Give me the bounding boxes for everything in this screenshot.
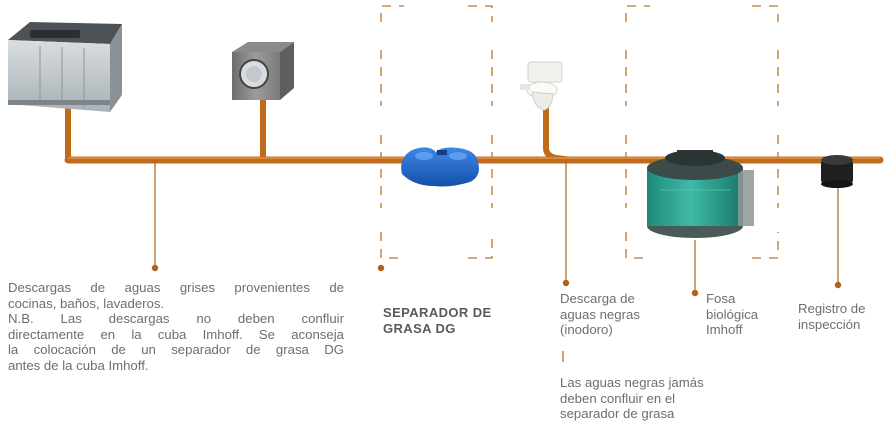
inspection-label: Registro de inspección [798, 301, 865, 332]
label-line: Descargas de aguas grises provenientes d… [8, 280, 344, 295]
label-line: biológica [706, 306, 759, 322]
blackwater-note: Las aguas negras jamás deben confluir en… [560, 375, 704, 422]
imhoff-tank-icon [647, 150, 754, 238]
label-line: Descarga de [560, 291, 635, 306]
label-line: directamente en la cuba Imhoff. Se acons… [8, 326, 344, 342]
label-line: cocinas, baños, lavaderos. [8, 295, 165, 311]
label-line: la colocación de un separador de grasa D… [8, 342, 344, 358]
label-line: Fosa [706, 291, 736, 306]
grease-separator-frame [380, 5, 493, 259]
imhoff-frame [625, 5, 779, 259]
toilet-icon [520, 61, 563, 111]
label-line: Las aguas negras jamás [560, 375, 704, 390]
leader-lines [151, 160, 842, 362]
sink-cabinet-icon [8, 22, 122, 112]
label-line: Registro de [798, 301, 866, 316]
label-line: antes de la cuba Imhoff. [8, 357, 149, 373]
inspection-chamber-icon [821, 155, 853, 188]
separator-label: SEPARADOR DE GRASA DG [383, 305, 492, 336]
washing-machine-icon [232, 42, 294, 100]
label-line: inspección [798, 316, 861, 332]
greywater-label: Descargas de aguas grises provenientes d… [8, 280, 344, 374]
label-line: GRASA DG [383, 320, 456, 336]
label-line: (inodoro) [560, 322, 613, 338]
grease-separator-tank-icon [401, 147, 479, 187]
label-line: aguas negras [560, 306, 640, 322]
blackwater-label: Descarga de aguas negras (inodoro) [560, 291, 640, 338]
label-line: Imhoff [706, 322, 743, 338]
pipe-network [64, 67, 884, 164]
label-line: deben confluir en el [560, 390, 676, 406]
label-line: N.B. Las descargas no deben confluir [8, 311, 344, 327]
label-line: separador de grasa [560, 406, 675, 422]
imhoff-label: Fosa biológica Imhoff [706, 291, 758, 338]
label-line: SEPARADOR DE [383, 305, 492, 320]
